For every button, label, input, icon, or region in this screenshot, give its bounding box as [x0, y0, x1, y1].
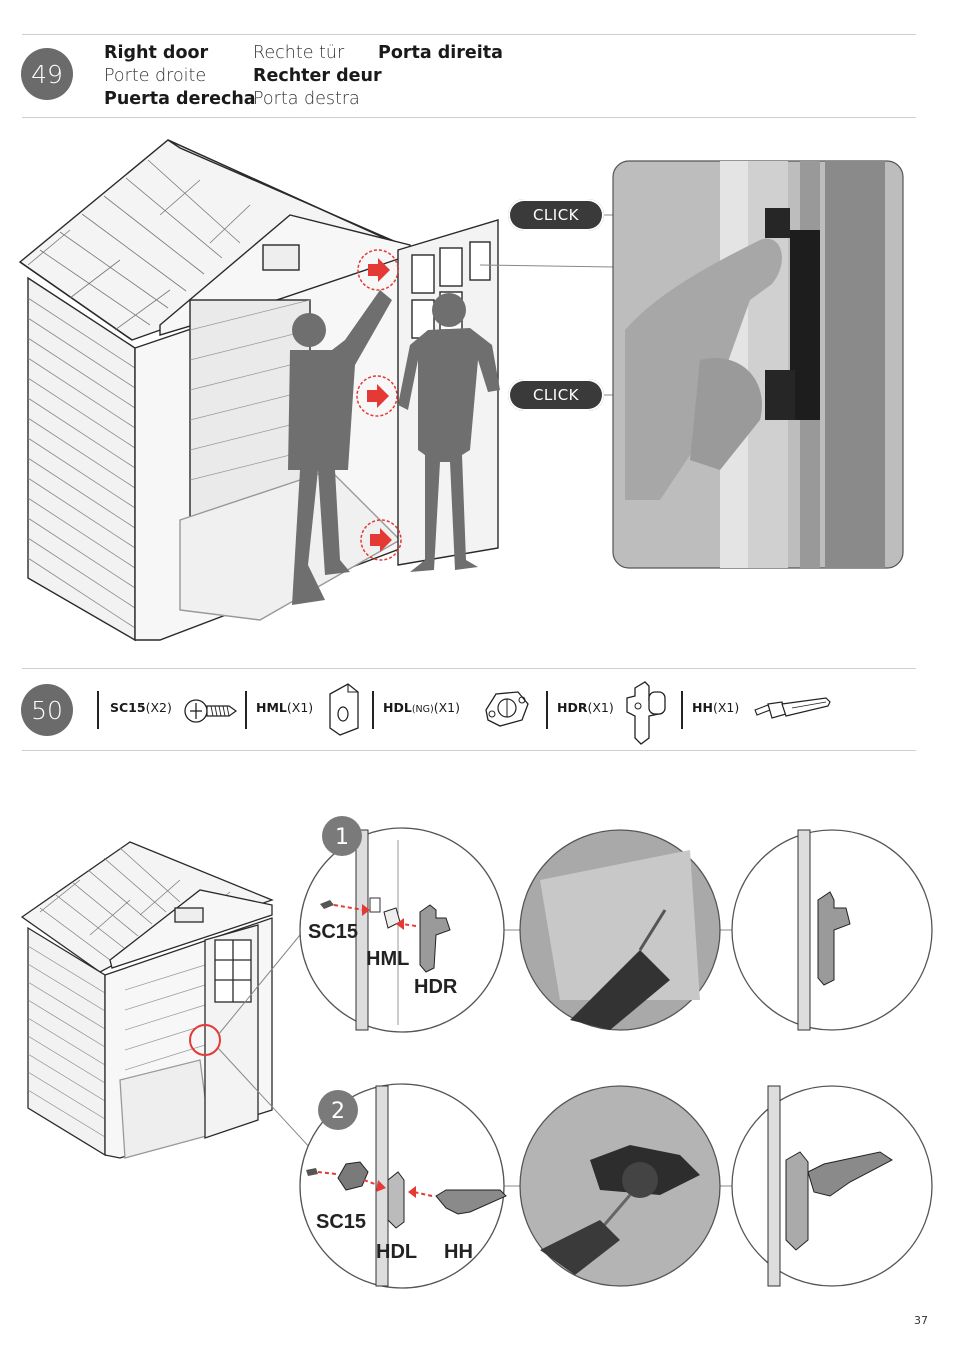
- click-label-bottom: CLICK: [508, 379, 604, 411]
- part-code: HML: [256, 700, 287, 715]
- title-es: Puerta derecha: [104, 89, 256, 109]
- part-qty: (X2): [145, 700, 172, 715]
- people-silhouettes: [288, 290, 500, 605]
- title-nl: Rechter deur: [253, 66, 382, 86]
- title-pt: Porta direita: [378, 43, 503, 63]
- parts-divider: [681, 691, 683, 729]
- substep2-badge: [318, 1090, 358, 1130]
- substep2-number: 2: [331, 1099, 345, 1124]
- title-en: Right door: [104, 43, 209, 63]
- title-it: Porta destra: [253, 89, 360, 109]
- substep1-number: 1: [335, 825, 349, 850]
- step50-bottom-rule: [22, 750, 916, 751]
- door-handle-plate-icon: [626, 681, 666, 745]
- label-hh: HH: [444, 1241, 473, 1263]
- substep1-detail: 1 SC15 HML HDR: [299, 816, 505, 1033]
- part-sc15: SC15(X2): [110, 700, 172, 715]
- parts-divider: [546, 691, 548, 729]
- latch-plate-icon: [329, 683, 359, 736]
- label-hdr: HDR: [414, 976, 458, 998]
- step49-top-rule: [22, 34, 916, 35]
- step49-title-col1: Right door Porte droite Puerta derecha: [104, 42, 256, 111]
- step49-bottom-rule: [22, 117, 916, 118]
- label-sc15: SC15: [308, 921, 358, 943]
- part-hml: HML(X1): [256, 700, 313, 715]
- part-code: HDR: [557, 700, 588, 715]
- label-sc15: SC15: [316, 1211, 366, 1233]
- part-hdr: HDR(X1): [557, 700, 614, 715]
- part-code: SC15: [110, 700, 146, 715]
- part-hh: HH(X1): [692, 700, 739, 715]
- step49-badge: 49: [21, 48, 73, 100]
- lever-handle-icon: [754, 697, 831, 719]
- substep2-detail: 2 SC15 HDL HH: [299, 1083, 507, 1289]
- part-qty: (X1): [587, 700, 614, 715]
- parts-divider: [245, 691, 247, 729]
- step50-top-rule: [22, 668, 916, 669]
- step50-badge: 50: [21, 684, 73, 736]
- click-detail-photo: [612, 160, 904, 569]
- click-markers: [356, 249, 402, 561]
- part-qty: (X1): [712, 700, 740, 715]
- part-hdl: HDL(NG)(X1): [383, 700, 460, 715]
- title-de: Rechte tür: [253, 43, 345, 63]
- part-qty: (X1): [433, 700, 460, 715]
- detail-marker: [189, 1024, 221, 1056]
- shed-illustration: [20, 841, 274, 1159]
- step49-title-col3: Porta direita: [378, 42, 503, 65]
- step49-illustration: [18, 139, 904, 642]
- label-hml: HML: [366, 948, 409, 970]
- substep1-badge: [322, 816, 362, 856]
- parts-divider: [372, 691, 374, 729]
- title-fr: Porte droite: [104, 66, 207, 86]
- label-hdl: HDL: [376, 1241, 417, 1263]
- step50-illustration: 1 SC15 HML HDR 2 SC15 HDL HH: [20, 816, 933, 1289]
- page-number: 37: [914, 1314, 928, 1327]
- screw-icon: [184, 699, 238, 723]
- parts-divider: [97, 691, 99, 729]
- click-label-top: CLICK: [508, 199, 604, 231]
- part-note: (NG): [411, 704, 434, 715]
- lock-body-icon: [485, 691, 529, 727]
- step49-title-col2: Rechte tür Rechter deur Porta destra: [253, 42, 382, 111]
- part-code: HDL: [383, 700, 412, 715]
- part-qty: (X1): [286, 700, 314, 715]
- part-code: HH: [692, 700, 713, 715]
